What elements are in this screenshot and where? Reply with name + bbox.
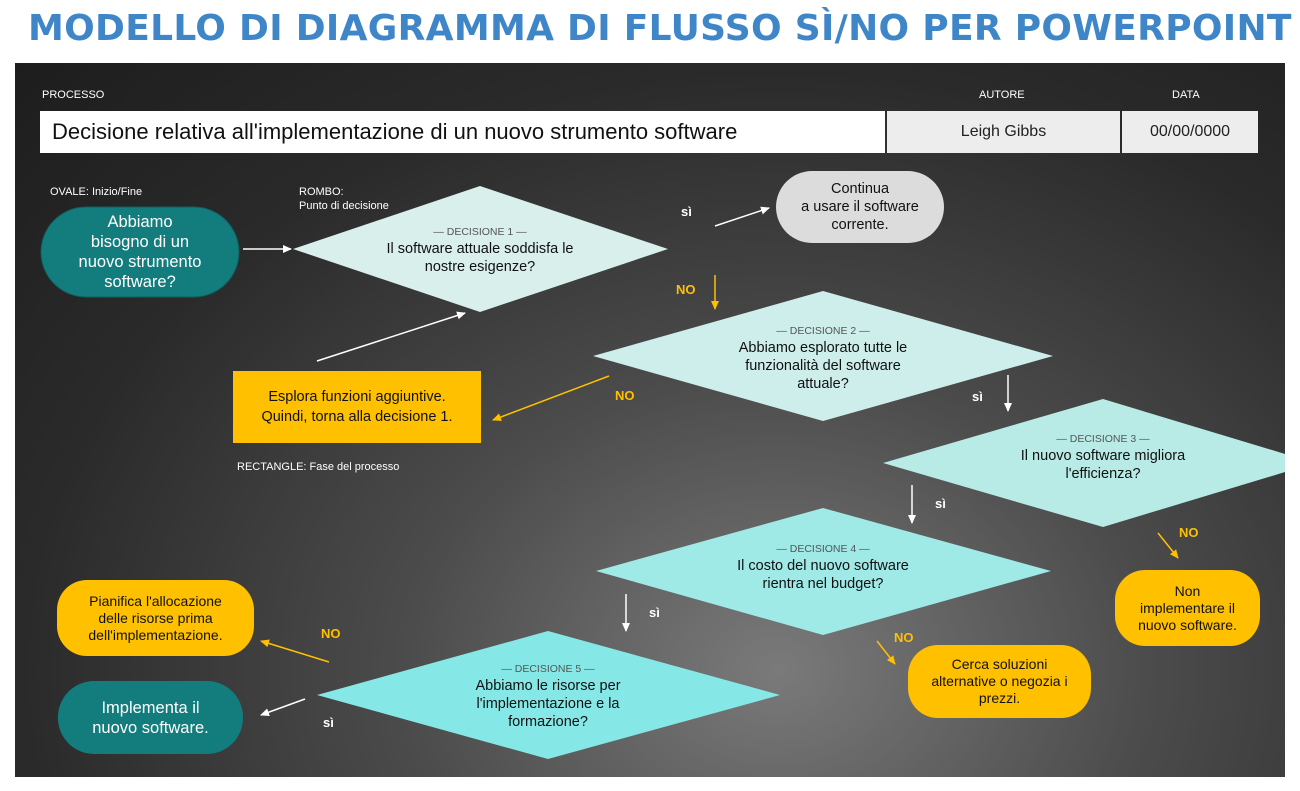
decision-5-text: — DECISIONE 5 — Abbiamo le risorse per l…: [438, 655, 658, 739]
not-implement-line: implementare il: [1140, 599, 1235, 616]
continue-oval: [776, 171, 944, 243]
decision-3-line: l'efficienza?: [1065, 466, 1141, 482]
arrow-d3-no: [1157, 532, 1179, 559]
plan-line: delle risorse prima: [98, 609, 213, 626]
explore-rect: [233, 371, 481, 443]
page-title: MODELLO DI DIAGRAMMA DI FLUSSO SÌ/NO PER…: [28, 8, 1292, 49]
start-oval: [40, 206, 240, 298]
arrow-d5-no: [260, 639, 330, 663]
author-label: AUTORE: [979, 89, 1025, 101]
no-label-d4: NO: [894, 630, 914, 645]
process-field[interactable]: Decisione relativa all'implementazione d…: [40, 111, 885, 153]
yes-label-d4: sì: [649, 605, 660, 620]
alternatives-oval: [908, 645, 1091, 718]
decision-2-line: funzionalità del software: [745, 358, 901, 374]
legend-diamond-line1: ROMBO:: [299, 186, 344, 198]
alternatives-line: alternative o negozia i: [931, 673, 1068, 689]
plan-line: Pianifica l'allocazione: [89, 592, 222, 609]
not-implement-text: Non implementare il nuovo software.: [1115, 570, 1260, 646]
continue-oval-text: Continua a usare il software corrente.: [776, 171, 944, 243]
process-label: PROCESSO: [42, 89, 105, 101]
decision-3-diamond: [883, 399, 1285, 527]
decision-4-line: Il costo del nuovo software: [737, 558, 909, 574]
decision-4-title: — DECISIONE 4 —: [776, 543, 870, 555]
date-field[interactable]: 00/00/0000: [1122, 111, 1258, 153]
start-line: nuovo strumento: [78, 253, 202, 271]
arrow-d1-yes: [714, 206, 770, 227]
decision-2-text: — DECISIONE 2 — Abbiamo esplorato tutte …: [703, 317, 943, 401]
decision-5-line: Abbiamo le risorse per: [475, 678, 621, 694]
start-line: Abbiamo: [107, 213, 173, 231]
continue-line: Continua: [830, 181, 890, 197]
alternatives-text: Cerca soluzioni alternative o negozia i …: [908, 645, 1091, 718]
decision-1-text: — DECISIONE 1 — Il software attuale sodd…: [375, 211, 585, 291]
continue-line: corrente.: [831, 217, 889, 233]
legend-rectangle: RECTANGLE: Fase del processo: [237, 461, 400, 473]
implement-line: Implementa il: [101, 698, 200, 717]
decision-4-diamond: [596, 508, 1051, 635]
no-label-d1: NO: [676, 282, 696, 297]
no-label-d2: NO: [615, 388, 635, 403]
arrow-d4-no: [876, 640, 896, 665]
alternatives-line: prezzi.: [978, 690, 1021, 706]
alternatives-line: Cerca soluzioni: [951, 656, 1048, 672]
implement-line: nuovo software.: [92, 718, 209, 737]
flowchart-shapes: [40, 171, 1285, 759]
arrow-explore-back: [316, 311, 466, 362]
not-implement-line: nuovo software.: [1138, 616, 1237, 633]
decision-2-line: Abbiamo esplorato tutte le: [738, 340, 908, 356]
decision-5-line: l'implementazione e la: [476, 696, 620, 712]
plan-oval: [57, 580, 254, 656]
yes-label-d3: sì: [935, 496, 946, 511]
start-line: bisogno di un: [90, 233, 190, 251]
explore-line: Quindi, torna alla decisione 1.: [261, 409, 453, 425]
flowchart-slide: PROCESSO AUTORE DATA Decisione relativa …: [15, 63, 1285, 777]
decision-1-diamond: [293, 186, 668, 312]
decision-5-title: — DECISIONE 5 —: [501, 663, 595, 675]
yes-label-d2: sì: [972, 389, 983, 404]
legend-diamond: ROMBO: Punto di decisione: [299, 185, 389, 213]
arrow-d5-yes: [260, 698, 306, 717]
decision-1-line: Il software attuale soddisfa le: [386, 241, 574, 257]
decision-1-line: nostre esigenze?: [424, 259, 536, 275]
decision-2-title: — DECISIONE 2 —: [776, 325, 870, 337]
decision-2-diamond: [593, 291, 1053, 421]
yes-label-d5: sì: [323, 715, 334, 730]
decision-3-title: — DECISIONE 3 —: [1056, 433, 1150, 445]
explore-rect-text: Esplora funzioni aggiuntive. Quindi, tor…: [233, 371, 481, 443]
continue-line: a usare il software: [801, 199, 919, 215]
not-implement-oval: [1115, 570, 1260, 646]
yes-label-d1: sì: [681, 204, 692, 219]
implement-text: Implementa il nuovo software.: [58, 681, 243, 754]
no-label-d3: NO: [1179, 525, 1199, 540]
implement-oval: [58, 681, 243, 754]
decision-5-diamond: [317, 631, 780, 759]
decision-1-title: — DECISIONE 1 —: [433, 226, 527, 238]
no-label-d5: NO: [321, 626, 341, 641]
decision-4-text: — DECISIONE 4 — Il costo del nuovo softw…: [713, 537, 933, 599]
date-label: DATA: [1172, 89, 1200, 101]
decision-3-text: — DECISIONE 3 — Il nuovo software miglio…: [993, 427, 1213, 489]
decision-5-line: formazione?: [508, 714, 588, 730]
not-implement-line: Non: [1174, 582, 1201, 599]
decision-4-line: rientra nel budget?: [762, 576, 884, 592]
arrow-d2-no: [492, 375, 610, 421]
plan-line: dell'implementazione.: [88, 626, 223, 643]
author-field[interactable]: Leigh Gibbs: [887, 111, 1120, 153]
legend-diamond-line2: Punto di decisione: [299, 200, 389, 212]
decision-3-line: Il nuovo software migliora: [1020, 448, 1186, 464]
start-oval-text: Abbiamo bisogno di un nuovo strumento so…: [41, 207, 239, 297]
explore-line: Esplora funzioni aggiuntive.: [268, 389, 446, 405]
start-line: software?: [104, 273, 176, 291]
legend-oval: OVALE: Inizio/Fine: [50, 186, 143, 198]
decision-2-line: attuale?: [797, 376, 849, 392]
plan-text: Pianifica l'allocazione delle risorse pr…: [57, 580, 254, 656]
